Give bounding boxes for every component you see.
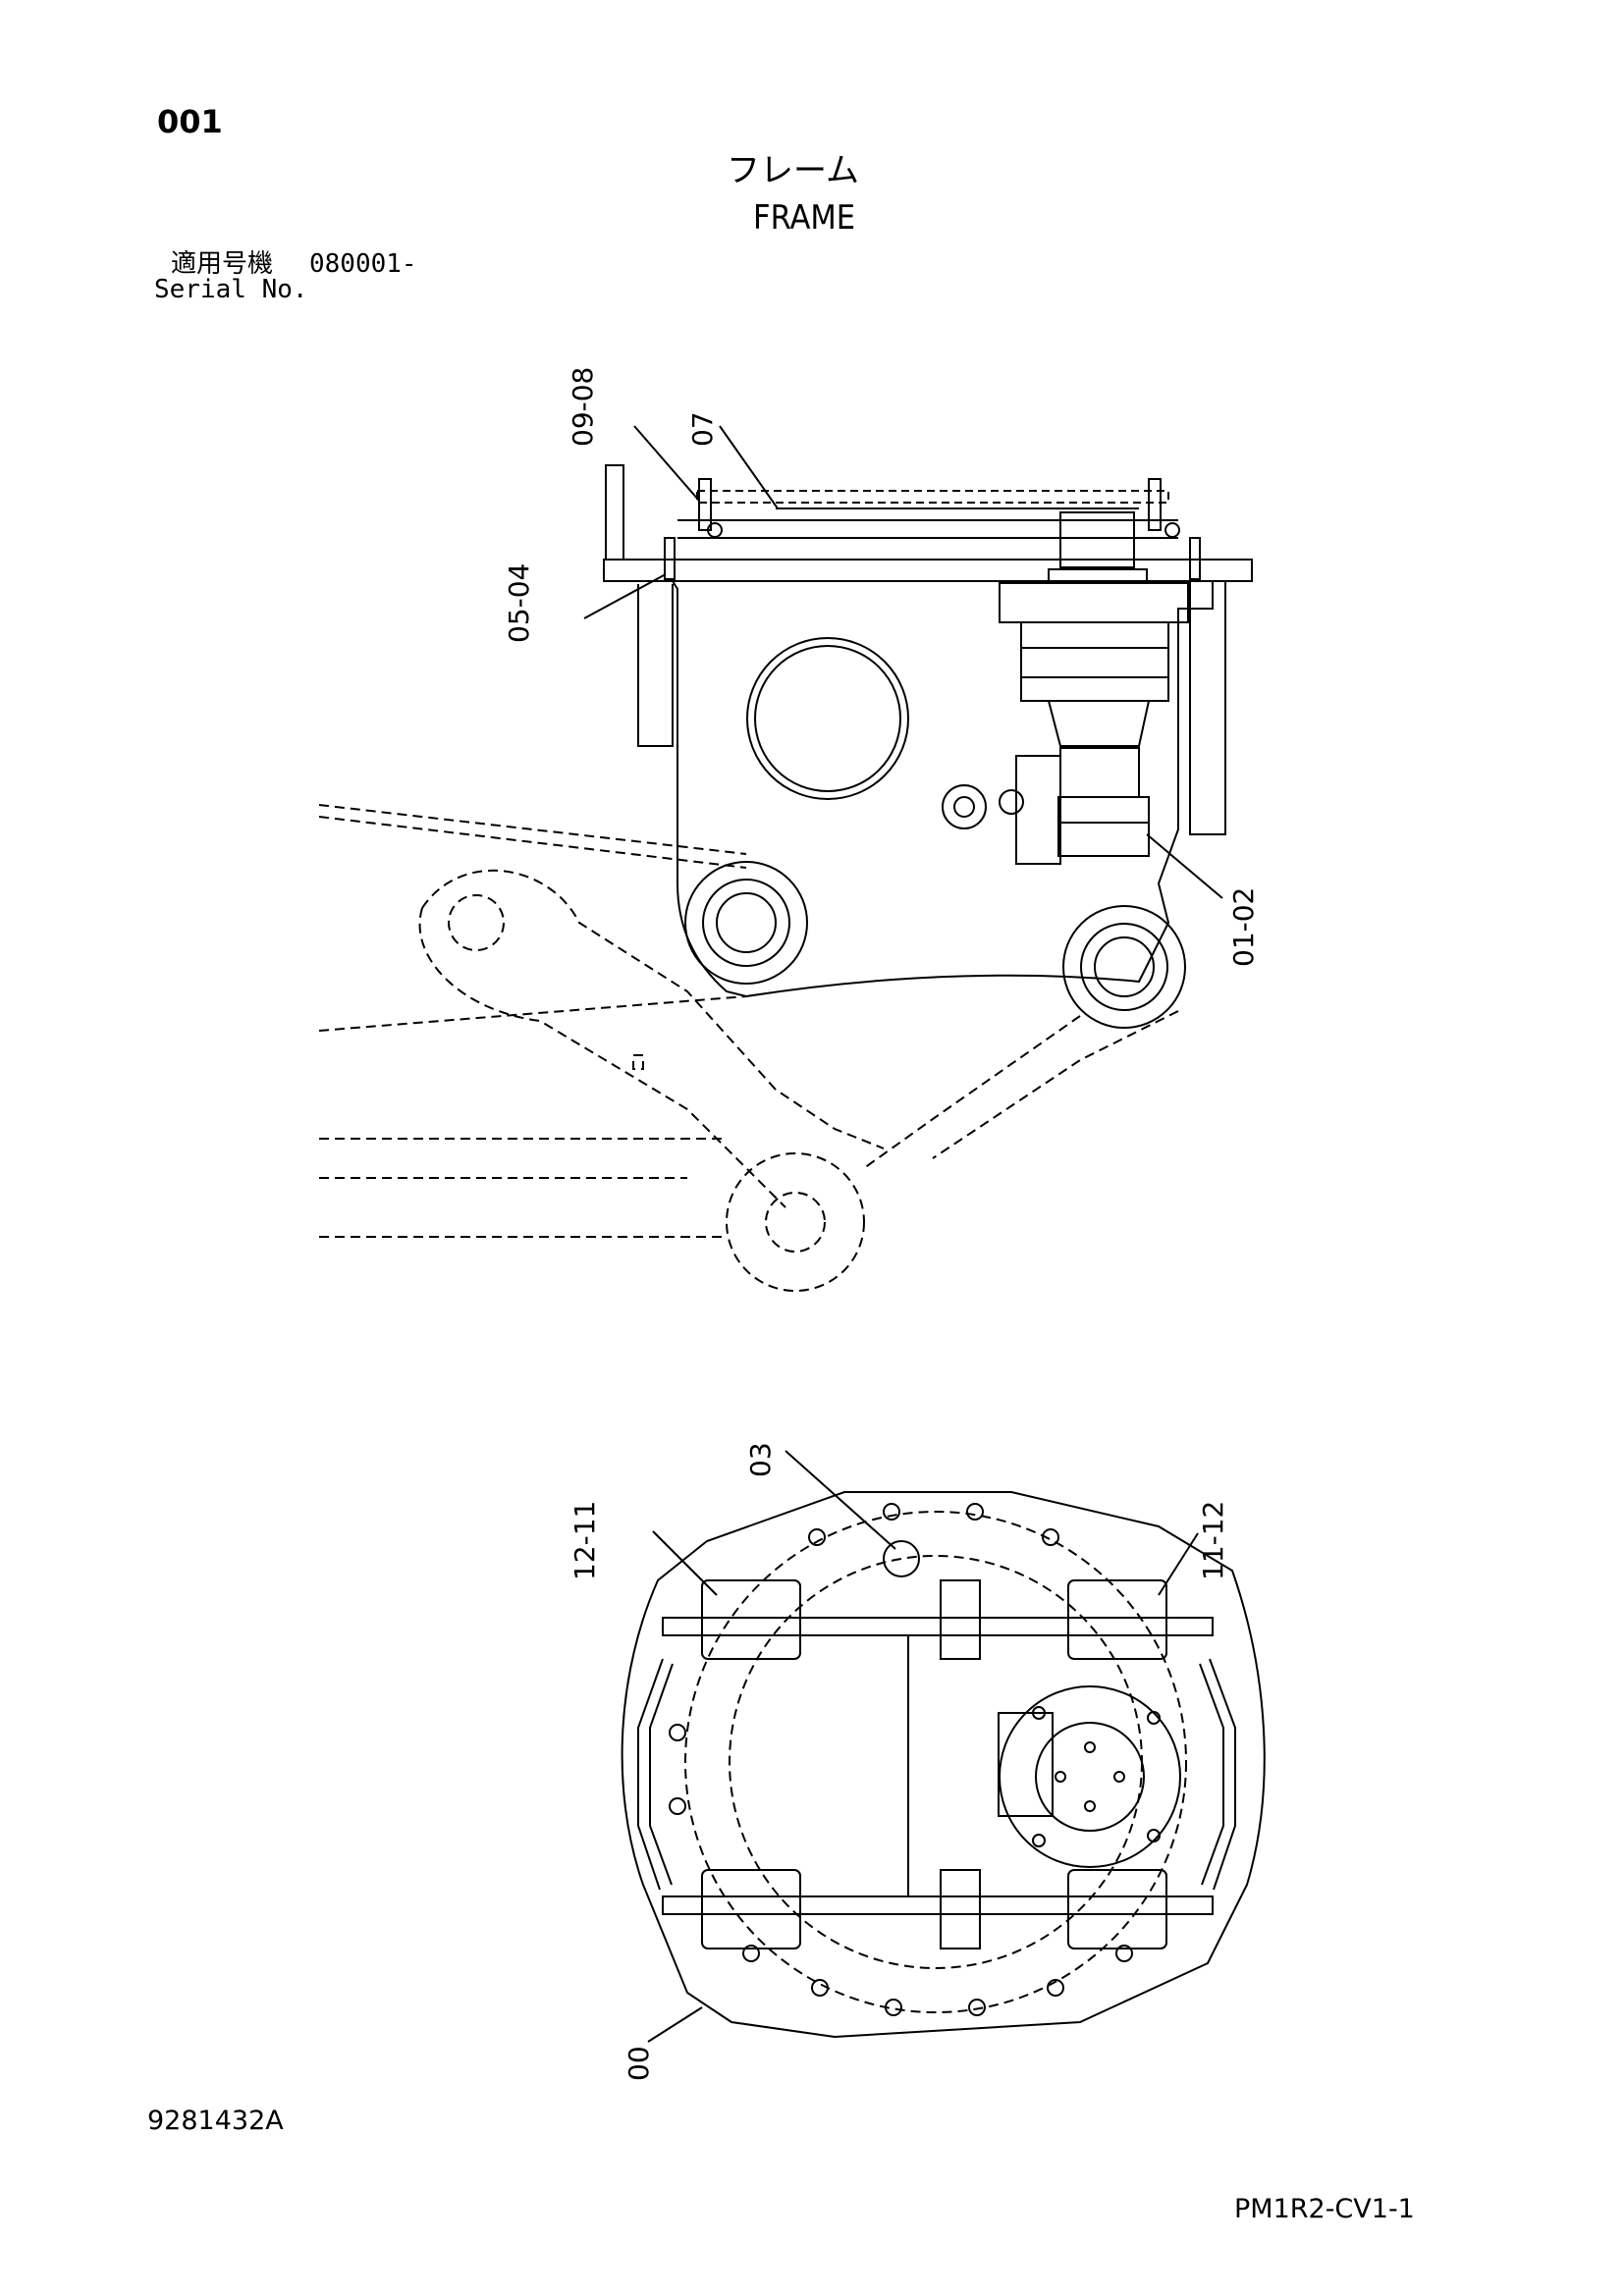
callout-07: 07	[686, 411, 719, 447]
motor-valve-plan	[998, 1712, 1054, 1817]
motor-body	[1020, 621, 1169, 702]
bolt-left-2	[664, 537, 676, 580]
left-post	[605, 464, 624, 561]
pivot-boss-left-inner	[702, 879, 790, 967]
hydraulic-fitting	[999, 789, 1024, 815]
lower-rail	[662, 1896, 1214, 1915]
callout-01-02: 01-02	[1227, 887, 1260, 967]
leader-05-04	[583, 573, 667, 619]
leader-09-08	[633, 425, 700, 502]
nut-right	[1164, 522, 1180, 538]
callout-09-08: 09-08	[567, 367, 599, 447]
motor-flange-plan	[1035, 1722, 1145, 1832]
top-plate	[603, 559, 1253, 582]
right-bumper-inner	[1199, 1663, 1224, 1886]
frame-outline	[621, 1491, 1266, 2039]
pivot-boss-right-pin	[1094, 936, 1155, 997]
bolt-left	[698, 478, 712, 531]
serial-label-english: Serial No.	[154, 275, 308, 304]
bolt-right-2	[1189, 537, 1201, 580]
page-number: 001	[157, 103, 223, 140]
motor-reducer	[1047, 700, 1151, 747]
callout-05-04: 05-04	[503, 563, 535, 643]
page-title-japanese: フレーム	[727, 151, 859, 190]
leader-12-11-left	[652, 1530, 718, 1596]
motor-lower	[1059, 747, 1140, 798]
cover-plate-dashed	[696, 490, 1169, 504]
pivot-boss-left-pin	[716, 892, 777, 953]
left-bracket	[637, 584, 674, 747]
roller-bottom-left	[701, 1869, 801, 1949]
callout-12-11-left: 12-11	[568, 1501, 601, 1580]
left-bumper	[637, 1658, 664, 1891]
small-boss-inner	[953, 796, 975, 818]
pivot-boss-right-inner	[1080, 923, 1168, 1011]
leader-03	[785, 1450, 896, 1550]
motor-cap	[1059, 511, 1135, 568]
serial-number-value: 080001-	[309, 249, 417, 279]
pass-through-03	[883, 1540, 920, 1577]
roller-bottom-right	[1067, 1869, 1167, 1949]
leader-07	[719, 425, 779, 509]
pivot-boss-right	[1062, 905, 1186, 1029]
hydraulic-block	[1015, 755, 1061, 865]
small-boss	[942, 784, 987, 829]
side-view	[318, 425, 1253, 1292]
right-bracket	[1189, 580, 1226, 835]
pivot-boss-left	[684, 861, 808, 985]
page-title-english: FRAME	[753, 198, 856, 238]
nut-left	[707, 522, 723, 538]
bolt-right	[1148, 478, 1162, 531]
serial-label-japanese: 適用号機	[171, 249, 274, 279]
outer-circle-dashed	[684, 1511, 1187, 2013]
perimeter-bolts	[669, 1503, 1161, 2016]
motor-valve	[1057, 796, 1150, 857]
motor-base	[999, 582, 1189, 623]
leader-11-12-right	[1158, 1532, 1199, 1596]
roller-top-left	[701, 1579, 801, 1660]
phantom-boom-link	[318, 804, 1179, 1292]
callout-00: 00	[623, 2046, 655, 2081]
roller-top-right	[1067, 1579, 1167, 1660]
callout-03: 03	[744, 1442, 777, 1477]
document-number: 9281432A	[147, 2106, 284, 2136]
large-hole	[746, 637, 909, 800]
upper-rail	[662, 1617, 1214, 1636]
frame-body	[671, 580, 1214, 998]
center-bracket-top	[940, 1579, 981, 1660]
center-bracket-bottom	[940, 1869, 981, 1949]
page-code: PM1R2-CV1-1	[1234, 2194, 1415, 2224]
left-bumper-inner	[649, 1663, 674, 1886]
callout-11-12-right: 11-12	[1197, 1501, 1229, 1580]
leader-00	[647, 2006, 703, 2043]
large-hole-inner	[754, 645, 901, 792]
right-bumper	[1209, 1658, 1236, 1891]
leader-01-02	[1146, 833, 1223, 899]
plan-view	[621, 1450, 1266, 2043]
